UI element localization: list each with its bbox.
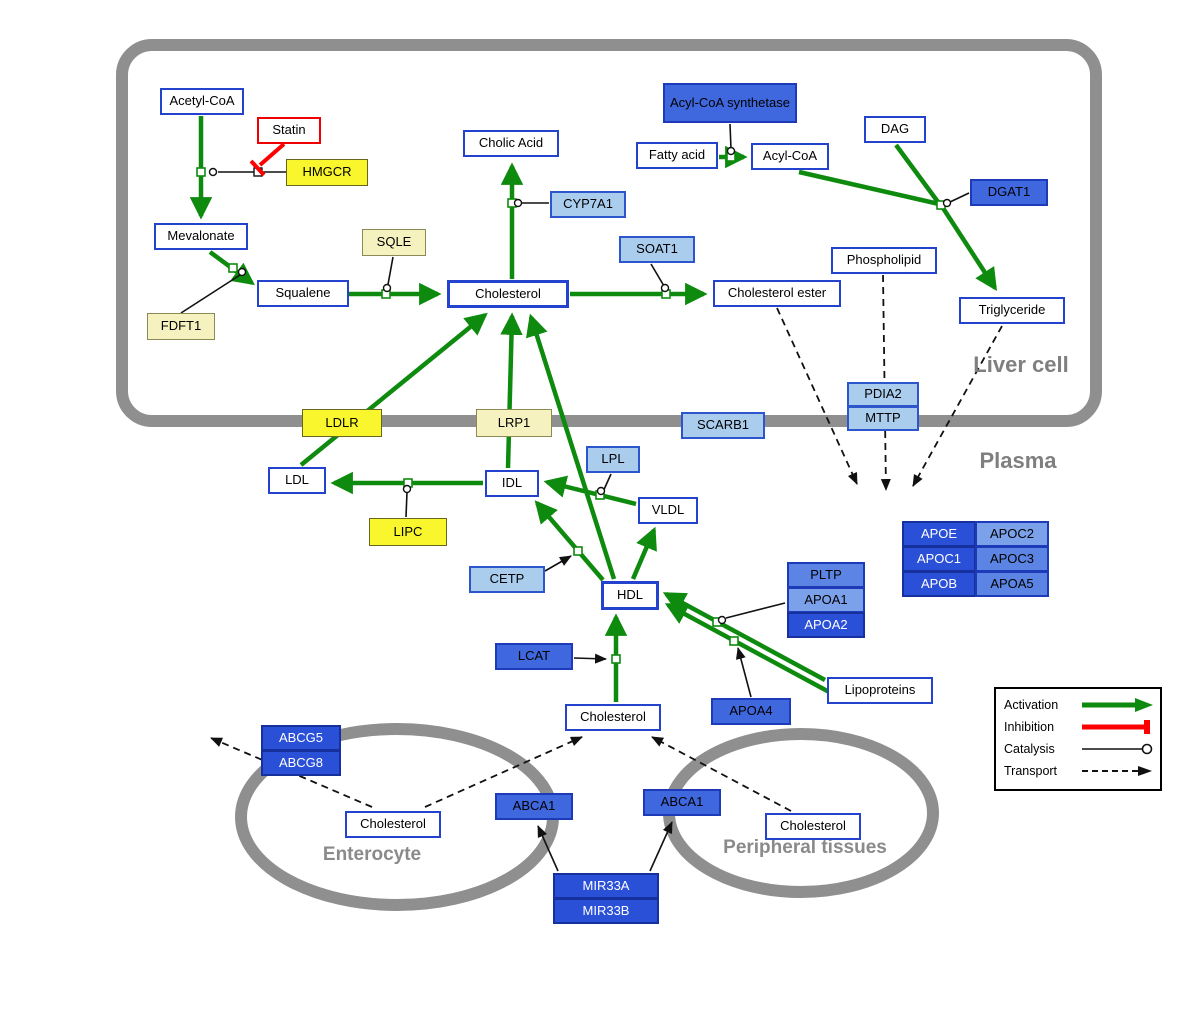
node-dgat1[interactable]: DGAT1 — [970, 179, 1048, 206]
node-pdia2[interactable]: PDIA2 — [847, 382, 919, 407]
node-phospholipid[interactable]: Phospholipid — [831, 247, 937, 274]
node-pltp[interactable]: PLTP — [787, 562, 865, 588]
node-abca1-peripheral[interactable]: ABCA1 — [643, 789, 721, 816]
node-scarb1[interactable]: SCARB1 — [681, 412, 765, 439]
node-idl[interactable]: IDL — [485, 470, 539, 497]
node-apob[interactable]: APOB — [902, 571, 976, 597]
liver-cell-label: Liver cell — [973, 352, 1069, 377]
node-soat1[interactable]: SOAT1 — [619, 236, 695, 263]
node-apoc2[interactable]: APOC2 — [975, 521, 1049, 547]
node-cyp7a1[interactable]: CYP7A1 — [550, 191, 626, 218]
node-cholesterol-enterocyte[interactable]: Cholesterol — [345, 811, 441, 838]
catalysis-edges — [180, 123, 970, 872]
node-lipc[interactable]: LIPC — [369, 518, 447, 546]
legend-catalysis-label: Catalysis — [1004, 742, 1055, 756]
node-cholesterol-plasma[interactable]: Cholesterol — [565, 704, 661, 731]
node-mir33b[interactable]: MIR33B — [553, 898, 659, 924]
node-vldl[interactable]: VLDL — [638, 497, 698, 524]
node-mttp[interactable]: MTTP — [847, 406, 919, 431]
node-lrp1[interactable]: LRP1 — [476, 409, 552, 437]
node-ldl[interactable]: LDL — [268, 467, 326, 494]
node-lcat[interactable]: LCAT — [495, 643, 573, 670]
activation-arrow-icon — [1082, 698, 1153, 712]
node-acyl-coa[interactable]: Acyl-CoA — [751, 143, 829, 170]
node-acetyl-coa[interactable]: Acetyl-CoA — [160, 88, 244, 115]
node-abcg5[interactable]: ABCG5 — [261, 725, 341, 751]
node-apoc3[interactable]: APOC3 — [975, 546, 1049, 572]
enterocyte-label: Enterocyte — [322, 844, 422, 865]
node-cholesterol-ester[interactable]: Cholesterol ester — [713, 280, 841, 307]
node-hmgcr[interactable]: HMGCR — [286, 159, 368, 186]
node-apoc1[interactable]: APOC1 — [902, 546, 976, 572]
node-dag[interactable]: DAG — [864, 116, 926, 143]
node-sqle[interactable]: SQLE — [362, 229, 426, 256]
node-mevalonate[interactable]: Mevalonate — [154, 223, 248, 250]
node-cholesterol-peripheral[interactable]: Cholesterol — [765, 813, 861, 840]
node-mir33a[interactable]: MIR33A — [553, 873, 659, 899]
node-apoa4[interactable]: APOA4 — [711, 698, 791, 725]
inhibition-edge — [249, 142, 286, 177]
liver-cell-membrane — [116, 39, 1102, 427]
inhibition-tbar-icon — [1082, 720, 1150, 734]
peripheral-tissues-label: Peripheral tissues — [723, 837, 887, 858]
legend: Activation Inhibition Catalysis Transpor… — [994, 687, 1162, 791]
node-abca1-enterocyte[interactable]: ABCA1 — [495, 793, 573, 820]
node-apoe[interactable]: APOE — [902, 521, 976, 547]
node-hdl[interactable]: HDL — [601, 581, 659, 610]
legend-row-transport: Transport — [1004, 760, 1154, 782]
node-cetp[interactable]: CETP — [469, 566, 545, 593]
node-cholesterol-liver[interactable]: Cholesterol — [447, 280, 569, 308]
node-lpl[interactable]: LPL — [586, 446, 640, 473]
reaction-nodes — [196, 152, 946, 664]
legend-transport-label: Transport — [1004, 764, 1058, 778]
node-squalene[interactable]: Squalene — [257, 280, 349, 307]
node-fatty-acid[interactable]: Fatty acid — [636, 142, 718, 169]
node-abcg8[interactable]: ABCG8 — [261, 750, 341, 776]
activation-edges — [189, 116, 997, 702]
legend-row-activation: Activation — [1004, 694, 1154, 716]
node-cholic-acid[interactable]: Cholic Acid — [463, 130, 559, 157]
node-lipoproteins[interactable]: Lipoproteins — [827, 677, 933, 704]
node-apoa5[interactable]: APOA5 — [975, 571, 1049, 597]
node-apoa2[interactable]: APOA2 — [787, 612, 865, 638]
node-statin[interactable]: Statin — [257, 117, 321, 144]
legend-row-inhibition: Inhibition — [1004, 716, 1154, 738]
catalysis-circle-icon — [1082, 743, 1153, 755]
node-triglyceride[interactable]: Triglyceride — [959, 297, 1065, 324]
node-acyl-coa-synthetase[interactable]: Acyl-CoA synthetase — [663, 83, 797, 123]
node-ldlr[interactable]: LDLR — [302, 409, 382, 437]
plasma-label: Plasma — [979, 448, 1057, 473]
node-apoa1[interactable]: APOA1 — [787, 587, 865, 613]
legend-activation-label: Activation — [1004, 698, 1059, 712]
catalysis-endpoints — [208, 146, 952, 625]
legend-inhibition-label: Inhibition — [1004, 720, 1055, 734]
transport-dashed-arrow-icon — [1082, 766, 1152, 776]
node-fdft1[interactable]: FDFT1 — [147, 313, 215, 340]
legend-row-catalysis: Catalysis — [1004, 738, 1154, 760]
